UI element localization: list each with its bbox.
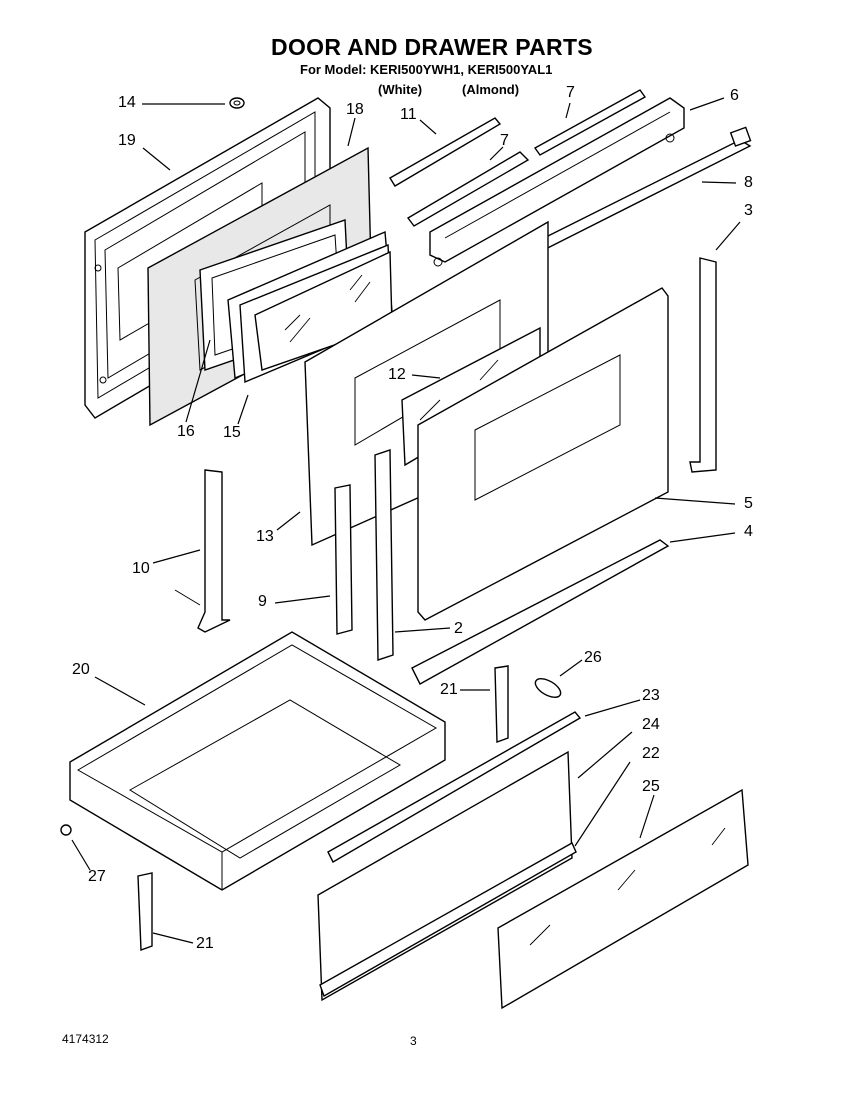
- part-5-outer-door-panel: [417, 287, 669, 621]
- callout-14: 14: [118, 94, 136, 111]
- callout-2: 2: [454, 620, 463, 637]
- callout-3: 3: [744, 202, 753, 219]
- part-20-drawer-body: [69, 631, 446, 891]
- callout-21-upper: 21: [440, 681, 458, 698]
- callout-23: 23: [642, 687, 660, 704]
- callout-21-lower: 21: [196, 935, 214, 952]
- callout-20: 20: [72, 661, 90, 678]
- callout-25: 25: [642, 778, 660, 795]
- callout-15: 15: [223, 424, 241, 441]
- part-3-side-trim: [689, 257, 717, 473]
- callout-13: 13: [256, 528, 274, 545]
- part-23-drawer-rail: [327, 711, 582, 863]
- part-21-drawer-bracket-lower: [137, 872, 153, 951]
- part-25-drawer-glass: [497, 788, 749, 1010]
- part-7-channel-right: [533, 89, 647, 156]
- part-15-glass-pack: [227, 230, 393, 384]
- part-2-side-strip: [374, 449, 394, 661]
- callout-18: 18: [346, 101, 364, 118]
- callout-7-top: 7: [566, 84, 575, 101]
- part-10-hinge: [174, 469, 231, 633]
- callout-12: 12: [388, 366, 406, 383]
- door-window-mesh: [474, 354, 621, 501]
- callout-24: 24: [642, 716, 660, 733]
- variant-white: (White): [378, 82, 423, 97]
- part-7-channel-left: [406, 151, 530, 227]
- callout-27: 27: [88, 868, 106, 885]
- document-number: 4174312: [62, 1032, 109, 1046]
- callout-9: 9: [258, 593, 267, 610]
- part-9-side-strip: [334, 484, 353, 635]
- part-24-drawer-front: [317, 750, 573, 1002]
- callout-11: 11: [400, 106, 417, 123]
- callout-16: 16: [177, 423, 195, 440]
- page-number: 3: [410, 1034, 417, 1048]
- callout-26: 26: [584, 649, 602, 666]
- part-6-door-trim: [429, 97, 685, 267]
- callout-8: 8: [744, 174, 753, 191]
- model-subtitle: For Model: KERI500YWH1, KERI500YAL1: [300, 62, 553, 77]
- callout-4: 4: [744, 523, 753, 540]
- part-26-roller: [534, 678, 562, 698]
- callout-5: 5: [744, 495, 753, 512]
- part-4-bottom-trim: [411, 539, 670, 685]
- callout-10: 10: [132, 560, 150, 577]
- part-14-bumper: [229, 97, 245, 109]
- callout-7-mid: 7: [500, 132, 509, 149]
- page-title: DOOR AND DRAWER PARTS: [271, 34, 593, 60]
- callout-19: 19: [118, 132, 136, 149]
- callout-22: 22: [642, 745, 660, 762]
- part-11-bracket: [389, 117, 502, 187]
- part-21-drawer-bracket-upper: [494, 665, 509, 743]
- part-22-drawer-trim: [319, 842, 577, 998]
- callout-6: 6: [730, 87, 739, 104]
- leader-lines: [71, 97, 741, 944]
- part-27-screw: [60, 824, 72, 836]
- variant-almond: (Almond): [462, 82, 520, 97]
